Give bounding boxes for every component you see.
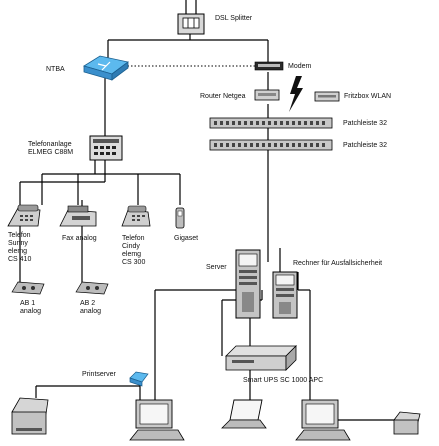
label-phone-sunny-4: CS 410 (8, 256, 32, 263)
desktop-pc-1-icon (129, 399, 185, 441)
label-phone-cindy-4: CS 300 (122, 259, 146, 266)
label-ab1-2: analog (20, 308, 42, 315)
label-modem: Modem (288, 63, 312, 70)
label-ab1-1: AB 1 (20, 300, 36, 307)
label-server: Server (206, 264, 227, 271)
ups-icon (225, 345, 297, 371)
modem-icon (254, 61, 284, 71)
server-icon (235, 249, 261, 319)
label-phone-sunny-1: Telefon (8, 232, 31, 239)
desktop-pc-2-icon (295, 399, 351, 441)
label-dsl-splitter: DSL Splitter (215, 15, 253, 22)
patch-panel-1 (209, 117, 333, 129)
label-patch-panel-1: Patchleiste 32 (343, 120, 387, 127)
laptop-icon (221, 399, 267, 429)
backup-pc-icon (272, 271, 298, 319)
label-printserver: Printserver (82, 371, 116, 378)
label-ups: Smart UPS SC 1000 APC (243, 377, 324, 384)
printer-right-icon (393, 411, 421, 435)
label-phone-cindy-3: elemg (122, 251, 142, 258)
label-phone-cindy-2: Cindy (122, 243, 140, 250)
fritzbox-icon (314, 91, 340, 102)
pbx-icon (89, 135, 123, 161)
label-patch-panel-2: Patchleiste 32 (343, 142, 387, 149)
label-backup-pc: Rechner für Ausfallsicherheit (293, 260, 383, 267)
printer-left-icon (11, 397, 49, 435)
router-icon (254, 89, 280, 101)
phone-cindy-icon (121, 205, 151, 227)
connection-lines (19, 0, 400, 421)
label-fax: Fax analog (62, 235, 97, 242)
label-ab2-1: AB 2 (80, 300, 96, 307)
label-ab2-2: analog (80, 308, 102, 315)
label-pbx-line2: ELMEG C88M (28, 149, 74, 156)
label-gigaset: Gigaset (174, 235, 199, 242)
label-ntba: NTBA (46, 66, 65, 73)
label-phone-cindy-1: Telefon (122, 235, 145, 242)
label-fritzbox: Fritzbox WLAN (344, 93, 392, 100)
label-phone-sunny-2: Sunny (8, 240, 28, 247)
lightning-icon (289, 76, 303, 112)
ntba-icon (83, 55, 129, 81)
label-pbx-line1: Telefonanlage (28, 141, 72, 148)
dsl-splitter-icon (177, 13, 205, 35)
fax-icon (59, 205, 97, 227)
answering-machine-1-icon (11, 281, 45, 295)
label-phone-sunny-3: elemg (8, 248, 28, 255)
answering-machine-2-icon (75, 281, 109, 295)
phone-sunny-icon (7, 204, 41, 227)
gigaset-icon (175, 207, 185, 229)
patch-panel-2 (209, 139, 333, 151)
printserver-icon (129, 371, 149, 387)
label-router: Router Netgea (200, 93, 246, 100)
